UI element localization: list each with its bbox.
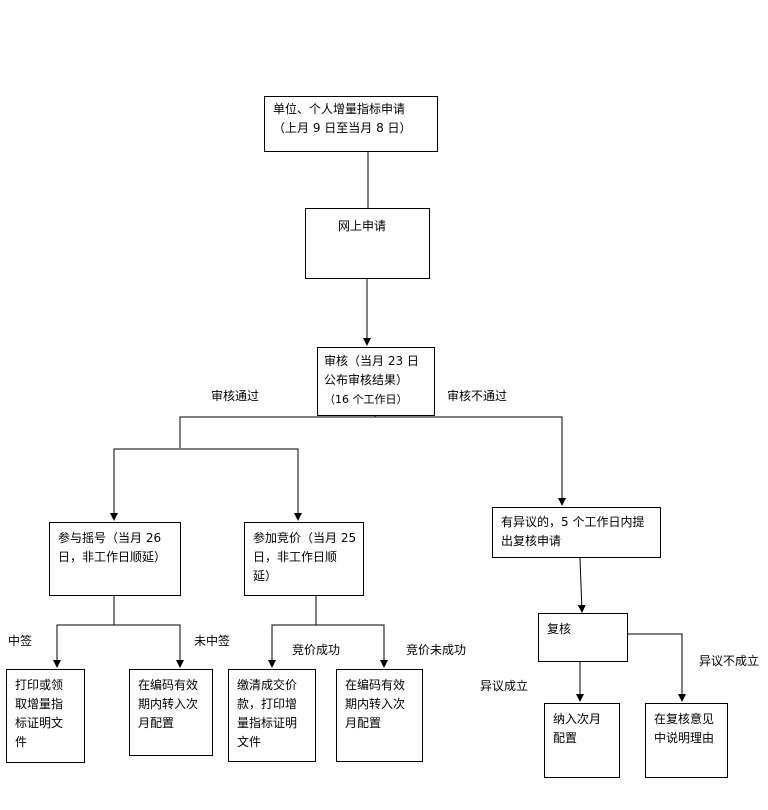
review-line3: （16 个工作日） [324,393,408,406]
node-explain: 在复核意见 中说明理由 [645,703,728,778]
bidding-line3: 延） [253,569,278,583]
transfer2-line1: 在编码有效 [345,678,406,692]
label-bid-lose: 竞价未成功 [406,643,467,657]
label-fail: 审核不通过 [447,389,508,403]
explain-line1: 在复核意见 [654,712,715,726]
node-transfer-bid: 在编码有效 期内转入次 月配置 [336,669,423,762]
label-objection-ok: 异议成立 [480,679,529,693]
review-line2: 公布审核结果） [324,373,409,387]
node-transfer-lottery: 在编码有效 期内转入次 月配置 [129,669,213,756]
pay-line3: 量指标证明 [237,716,298,730]
node-review: 审核（当月 23 日 公布审核结果） （16 个工作日） [317,347,435,416]
next-line2: 配置 [553,731,578,745]
branch-pass [113,448,299,520]
bidding-line1: 参加竞价（当月 25 [253,531,357,545]
recheck-label: 复核 [547,622,572,636]
pay-line1: 缴清成交价 [237,678,298,692]
node-next-month: 纳入次月 配置 [544,703,620,778]
transfer2-line3: 月配置 [345,716,382,730]
online-label: 网上申请 [338,219,387,233]
label-pass: 审核通过 [211,389,260,403]
objection-line2: 出复核申请 [501,534,562,548]
print-line1: 打印或领 [15,678,64,692]
node-online: 网上申请 [305,208,430,279]
node-recheck: 复核 [538,613,628,662]
print-line4: 件 [15,735,28,749]
pay-line2: 款，打印增 [237,697,298,711]
transfer1-line3: 月配置 [138,716,175,730]
pay-line4: 文件 [237,735,262,749]
arrow-to-explain [628,633,686,702]
arrow-objection-recheck [577,557,586,613]
node-objection: 有异议的，5 个工作日内提 出复核申请 [492,507,661,558]
print-line2: 取增量指 [15,697,64,711]
print-line3: 标证明文 [15,716,64,730]
bidding-line2: 日，非工作日顺 [253,550,338,564]
lottery-line2: 日，非工作日顺延） [58,550,167,564]
label-bid-win: 竞价成功 [292,643,341,657]
next-line1: 纳入次月 [553,712,602,726]
label-objection-no: 异议不成立 [699,654,760,668]
arrow-review-objection [179,416,566,506]
apply-line2: （上月 9 日至当月 8 日） [273,121,412,135]
node-pay-print: 缴清成交价 款，打印增 量指标证明 文件 [228,669,316,762]
lottery-line1: 参与摇号（当月 26 [58,531,162,545]
transfer2-line2: 期内转入次 [345,697,406,711]
review-line1: 审核（当月 23 日 [324,354,419,368]
apply-line1: 单位、个人增量指标申请 [273,102,406,116]
transfer1-line2: 期内转入次 [138,697,199,711]
node-bidding: 参加竞价（当月 25 日，非工作日顺 延） [244,522,364,596]
label-lose: 未中签 [194,634,231,648]
node-print-lottery: 打印或领 取增量指 标证明文 件 [6,669,85,763]
transfer1-line1: 在编码有效 [138,678,199,692]
branch-lottery [56,624,181,667]
node-lottery: 参与摇号（当月 26 日，非工作日顺延） [49,522,181,596]
node-apply: 单位、个人增量指标申请 （上月 9 日至当月 8 日） [264,96,438,152]
explain-line2: 中说明理由 [654,731,715,745]
label-win: 中签 [8,634,33,648]
objection-line1: 有异议的，5 个工作日内提 [501,515,645,529]
